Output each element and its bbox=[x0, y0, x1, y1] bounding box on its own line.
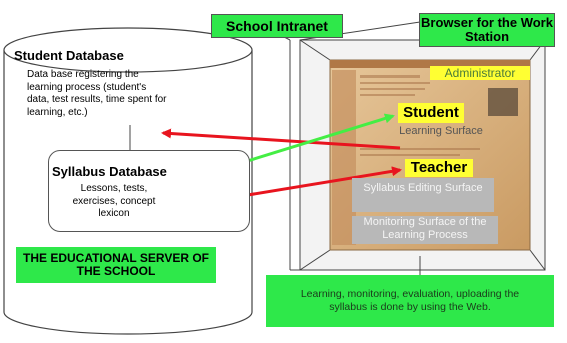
administrator-label: Administrator bbox=[430, 66, 530, 80]
student-db-description: Data base registering the learning proce… bbox=[27, 69, 167, 118]
student-label: Student bbox=[398, 103, 464, 123]
footer-note: Learning, monitoring, evaluation, upload… bbox=[266, 275, 554, 327]
monitoring-surface-label: Monitoring Surface of the Learning Proce… bbox=[352, 216, 498, 244]
browser-title-label: Browser for the Work Station bbox=[419, 13, 555, 47]
server-label: THE EDUCATIONAL SERVER OF THE SCHOOL bbox=[16, 247, 216, 283]
red-arrow-teacher-studentdb bbox=[161, 128, 401, 150]
teacher-label: Teacher bbox=[405, 159, 473, 177]
syllabus-editing-label: Syllabus Editing Surface bbox=[352, 178, 494, 212]
syllabus-db-title: Syllabus Database bbox=[52, 164, 167, 179]
student-db-title: Student Database bbox=[14, 48, 124, 63]
learning-surface-label: Learning Surface bbox=[399, 125, 483, 137]
syllabus-db-box bbox=[48, 150, 250, 232]
syllabus-db-description: Lessons, tests, exercises, concept lexic… bbox=[72, 183, 156, 219]
school-intranet-label: School Intranet bbox=[211, 14, 343, 38]
